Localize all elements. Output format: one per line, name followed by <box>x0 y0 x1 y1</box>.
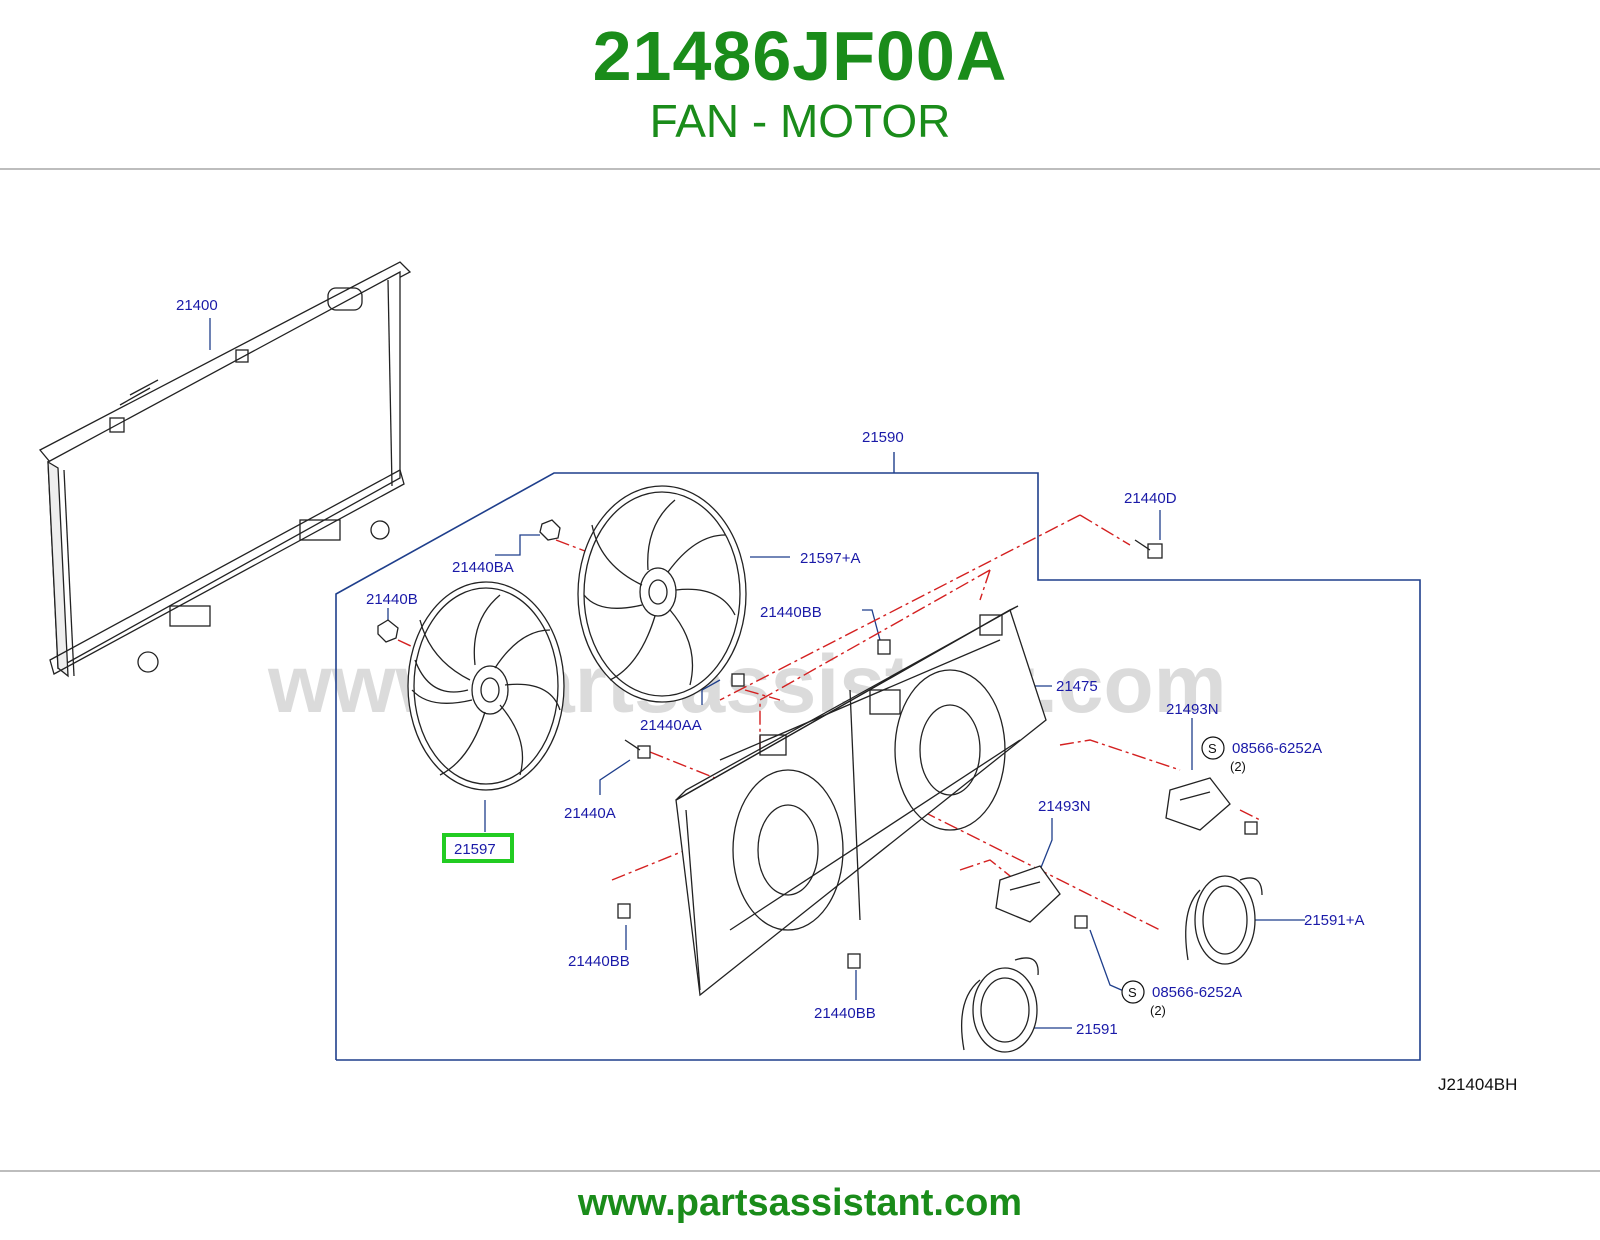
callout-21591[interactable]: 21591 <box>1076 1021 1118 1038</box>
callout-21493N-mid[interactable]: 21493N <box>1038 798 1091 815</box>
resistor-21493N-mid <box>995 865 1061 923</box>
callout-21591A[interactable]: 21591+A <box>1304 912 1364 929</box>
resistor-21493N-right <box>1165 777 1231 831</box>
bolt-08566-low <box>1074 915 1088 929</box>
callout-21440BB-top[interactable]: 21440BB <box>760 604 822 621</box>
callout-08566-low[interactable]: 08566-6252A <box>1152 984 1242 1001</box>
bolt-21440D <box>1147 543 1163 559</box>
footer-divider <box>0 1170 1600 1172</box>
callout-21493N-right[interactable]: 21493N <box>1166 701 1219 718</box>
callout-21475[interactable]: 21475 <box>1056 678 1098 695</box>
callout-21440A[interactable]: 21440A <box>564 805 616 822</box>
qty-low: (2) <box>1150 1003 1166 1018</box>
motor-21591A-drawing <box>1185 875 1263 965</box>
bolt-08566-right <box>1244 821 1258 835</box>
part-name-subtitle: FAN - MOTOR <box>649 95 951 147</box>
radiator-drawing <box>38 261 412 678</box>
clip-21440BB-top <box>877 639 891 655</box>
callout-08566-right[interactable]: 08566-6252A <box>1232 740 1322 757</box>
callout-21440BB-left[interactable]: 21440BB <box>568 953 630 970</box>
shroud-21475-drawing <box>675 605 1047 997</box>
callout-21590[interactable]: 21590 <box>862 429 904 446</box>
s-symbol-low <box>1121 980 1145 1004</box>
clip-21440BB-left <box>617 903 631 919</box>
highlight-box-21597 <box>442 833 514 863</box>
header-divider <box>0 168 1600 170</box>
hardware-parts <box>377 519 1258 969</box>
nut-21440B <box>377 619 399 643</box>
motor-21591-drawing <box>961 957 1039 1053</box>
callout-21440B[interactable]: 21440B <box>366 591 418 608</box>
s-symbol-low-label: S <box>1128 985 1137 1000</box>
qty-right: (2) <box>1230 759 1246 774</box>
callout-21440BB-bottom[interactable]: 21440BB <box>814 1005 876 1022</box>
part-number-title: 21486JF00A <box>592 17 1008 95</box>
assembly-bracket-21590 <box>335 472 1421 1061</box>
drawing-code: J21404BH <box>1438 1075 1517 1094</box>
callout-21400[interactable]: 21400 <box>176 297 218 314</box>
fan-21597-drawing <box>407 581 565 791</box>
bolt-21440AA <box>731 673 745 687</box>
callout-21440AA[interactable]: 21440AA <box>640 717 702 734</box>
fan-21597A-drawing <box>577 485 747 703</box>
callout-21440BA[interactable]: 21440BA <box>452 559 514 576</box>
callout-21440D[interactable]: 21440D <box>1124 490 1177 507</box>
bolt-21440A <box>637 745 651 759</box>
s-symbols <box>1121 736 1225 1004</box>
clip-21440BB-bottom <box>847 953 861 969</box>
s-symbol-right <box>1201 736 1225 760</box>
callout-21597[interactable]: 21597 <box>454 841 496 858</box>
s-symbol-right-label: S <box>1208 741 1217 756</box>
footer-url[interactable]: www.partsassistant.com <box>577 1182 1023 1224</box>
nut-21440BA <box>539 519 561 541</box>
callout-21597A[interactable]: 21597+A <box>800 550 860 567</box>
